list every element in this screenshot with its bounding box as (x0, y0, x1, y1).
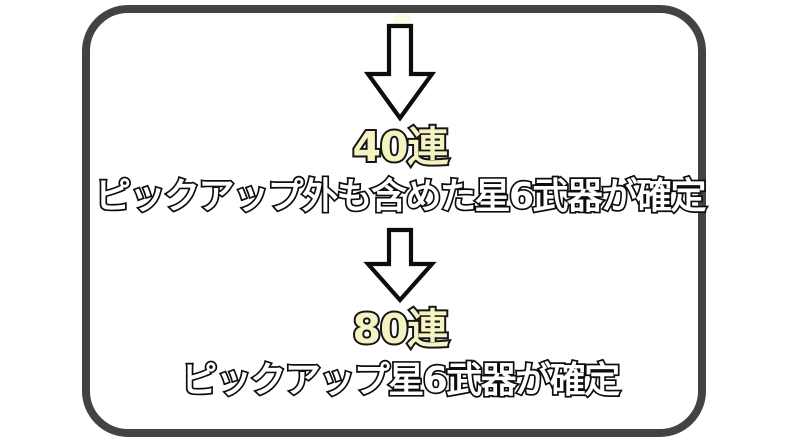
down-arrow-icon-second (362, 226, 438, 304)
step-count-label-80: 80連 (350, 305, 450, 353)
down-arrow-icon-first (362, 22, 438, 122)
step-description-40: ピックアップ外も含めた星6武器が確定 (93, 176, 708, 217)
rounded-panel-border (82, 5, 706, 437)
step-count-label-40: 40連 (350, 123, 450, 171)
step-description-80: ピックアップ星6武器が確定 (180, 360, 622, 401)
